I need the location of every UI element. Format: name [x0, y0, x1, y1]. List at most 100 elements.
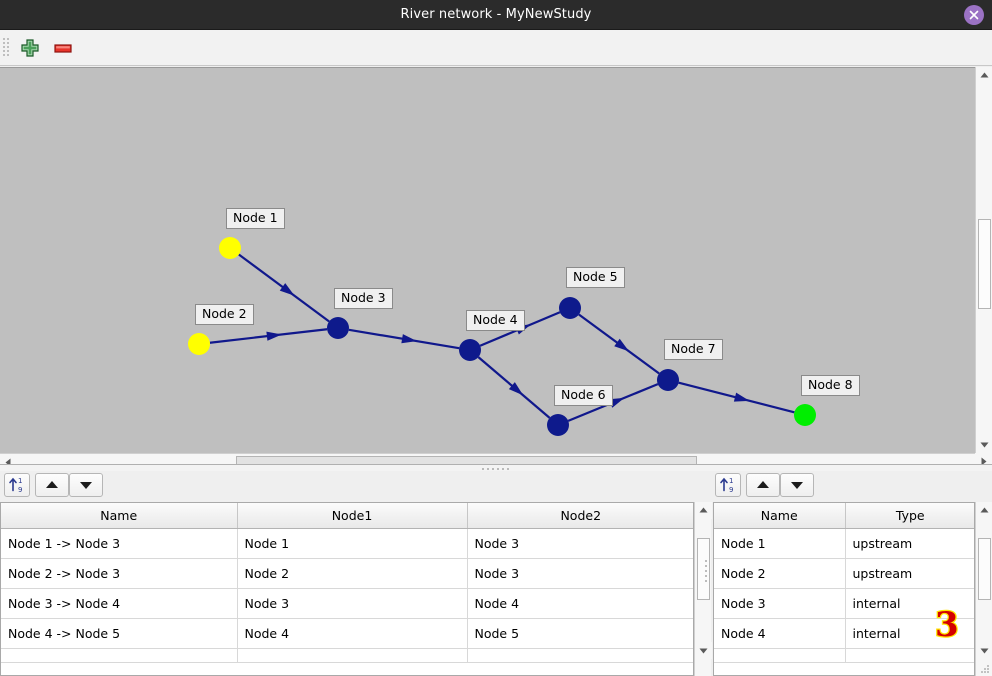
- links-table-cell[interactable]: Node 3: [467, 528, 693, 559]
- main-toolbar: [0, 30, 992, 66]
- graph-node-node7[interactable]: [657, 369, 679, 391]
- links-sort-button[interactable]: 1 9: [4, 473, 30, 497]
- links-column-header-0[interactable]: Name: [1, 503, 238, 529]
- toolbar-drag-handle[interactable]: [3, 38, 9, 58]
- nodes-table-cell[interactable]: internal: [845, 588, 974, 619]
- links-table-cell[interactable]: Node 1 -> Node 3: [1, 528, 238, 559]
- graph-node-label-node4[interactable]: Node 4: [466, 310, 525, 331]
- nodes-column-header-1[interactable]: Type: [845, 503, 974, 529]
- nodes-table-cell[interactable]: Node 4: [714, 618, 846, 649]
- graph-node-node3[interactable]: [327, 317, 349, 339]
- graph-node-label-node7[interactable]: Node 7: [664, 339, 723, 360]
- graph-node-node4[interactable]: [459, 339, 481, 361]
- nodes-table-cell[interactable]: Node 2: [714, 558, 846, 589]
- nodes-table-cell[interactable]: internal: [845, 618, 974, 649]
- links-scroll-thumb[interactable]: [697, 538, 710, 600]
- graph-node-label-node8[interactable]: Node 8: [801, 375, 860, 396]
- graph-node-node8[interactable]: [794, 404, 816, 426]
- links-table-empty-row[interactable]: [1, 648, 693, 663]
- links-move-up-button[interactable]: [35, 473, 69, 497]
- links-table-empty-cell: [467, 648, 693, 663]
- graph-canvas[interactable]: Node 1 Node 2 Node 3 Node 4 Node 5 Node 6 Node…: [0, 67, 975, 453]
- links-column-header-1[interactable]: Node1: [237, 503, 468, 529]
- nodes-table-scrollbar[interactable]: [975, 502, 992, 676]
- svg-text:9: 9: [729, 486, 733, 494]
- graph-node-label-node3[interactable]: Node 3: [334, 288, 393, 309]
- graph-node-node6[interactable]: [547, 414, 569, 436]
- edge-arrow-icon: [608, 397, 625, 408]
- graph-node-label-node1[interactable]: Node 1: [226, 208, 285, 229]
- title-bar: River network - MyNewStudy: [0, 0, 992, 30]
- nodes-move-down-button[interactable]: [780, 473, 814, 497]
- links-table-cell[interactable]: Node 2 -> Node 3: [1, 558, 238, 589]
- nodes-table-cell[interactable]: Node 1: [714, 528, 846, 559]
- svg-text:1: 1: [729, 477, 733, 485]
- links-scroll-up-icon[interactable]: [695, 502, 712, 519]
- graph-node-node2[interactable]: [188, 333, 210, 355]
- svg-text:9: 9: [18, 486, 22, 494]
- links-scroll-down-icon[interactable]: [695, 642, 712, 659]
- graph-node-node1[interactable]: [219, 237, 241, 259]
- nodes-column-header-0[interactable]: Name: [714, 503, 846, 529]
- links-column-header-2[interactable]: Node2: [467, 503, 693, 529]
- links-table-cell[interactable]: Node 4: [237, 618, 468, 649]
- edge-arrow-icon: [614, 338, 630, 352]
- links-table-cell[interactable]: Node 3: [237, 588, 468, 619]
- bottom-panels-splitter[interactable]: [705, 560, 707, 586]
- edge-arrow-icon: [508, 382, 524, 396]
- nodes-table-cell[interactable]: Node 3: [714, 588, 846, 619]
- nodes-scroll-down-icon[interactable]: [976, 642, 992, 659]
- graph-node-node5[interactable]: [559, 297, 581, 319]
- nodes-table-cell[interactable]: upstream: [845, 558, 974, 589]
- annotation-3: 3: [934, 605, 960, 645]
- links-table-scrollbar[interactable]: [694, 502, 712, 676]
- scroll-down-icon[interactable]: [976, 436, 992, 453]
- links-table-cell[interactable]: Node 1: [237, 528, 468, 559]
- nodes-table-empty-row[interactable]: [714, 648, 974, 663]
- graph-node-label-node2[interactable]: Node 2: [195, 304, 254, 325]
- green-plus-icon[interactable]: [19, 37, 41, 59]
- links-table-cell[interactable]: Node 4: [467, 588, 693, 619]
- scroll-up-icon[interactable]: [976, 67, 992, 84]
- panel-splitter[interactable]: [0, 464, 992, 471]
- canvas-vscroll-thumb[interactable]: [978, 219, 991, 309]
- close-icon[interactable]: [964, 5, 984, 25]
- links-table-cell[interactable]: Node 3 -> Node 4: [1, 588, 238, 619]
- nodes-sort-button[interactable]: 1 9: [715, 473, 741, 497]
- links-table-cell[interactable]: Node 3: [467, 558, 693, 589]
- nodes-table-cell[interactable]: upstream: [845, 528, 974, 559]
- graph-edges: [188, 237, 816, 436]
- links-table-cell[interactable]: Node 2: [237, 558, 468, 589]
- nodes-scroll-up-icon[interactable]: [976, 502, 992, 519]
- links-table-cell[interactable]: Node 5: [467, 618, 693, 649]
- links-move-down-button[interactable]: [69, 473, 103, 497]
- graph-node-label-node6[interactable]: Node 6: [554, 385, 613, 406]
- resize-grip[interactable]: [981, 665, 990, 674]
- graph-node-label-node5[interactable]: Node 5: [566, 267, 625, 288]
- links-table-cell[interactable]: Node 4 -> Node 5: [1, 618, 238, 649]
- canvas-vertical-scrollbar[interactable]: [975, 67, 992, 453]
- red-minus-icon[interactable]: [52, 37, 74, 59]
- edge-arrow-icon: [279, 283, 295, 296]
- edge-arrow-icon: [401, 334, 417, 344]
- nodes-scroll-thumb[interactable]: [978, 538, 991, 600]
- splitter-grip: [482, 468, 510, 470]
- graph-view: Node 1 Node 2 Node 3 Node 4 Node 5 Node 6 Node…: [0, 67, 992, 471]
- nodes-move-up-button[interactable]: [746, 473, 780, 497]
